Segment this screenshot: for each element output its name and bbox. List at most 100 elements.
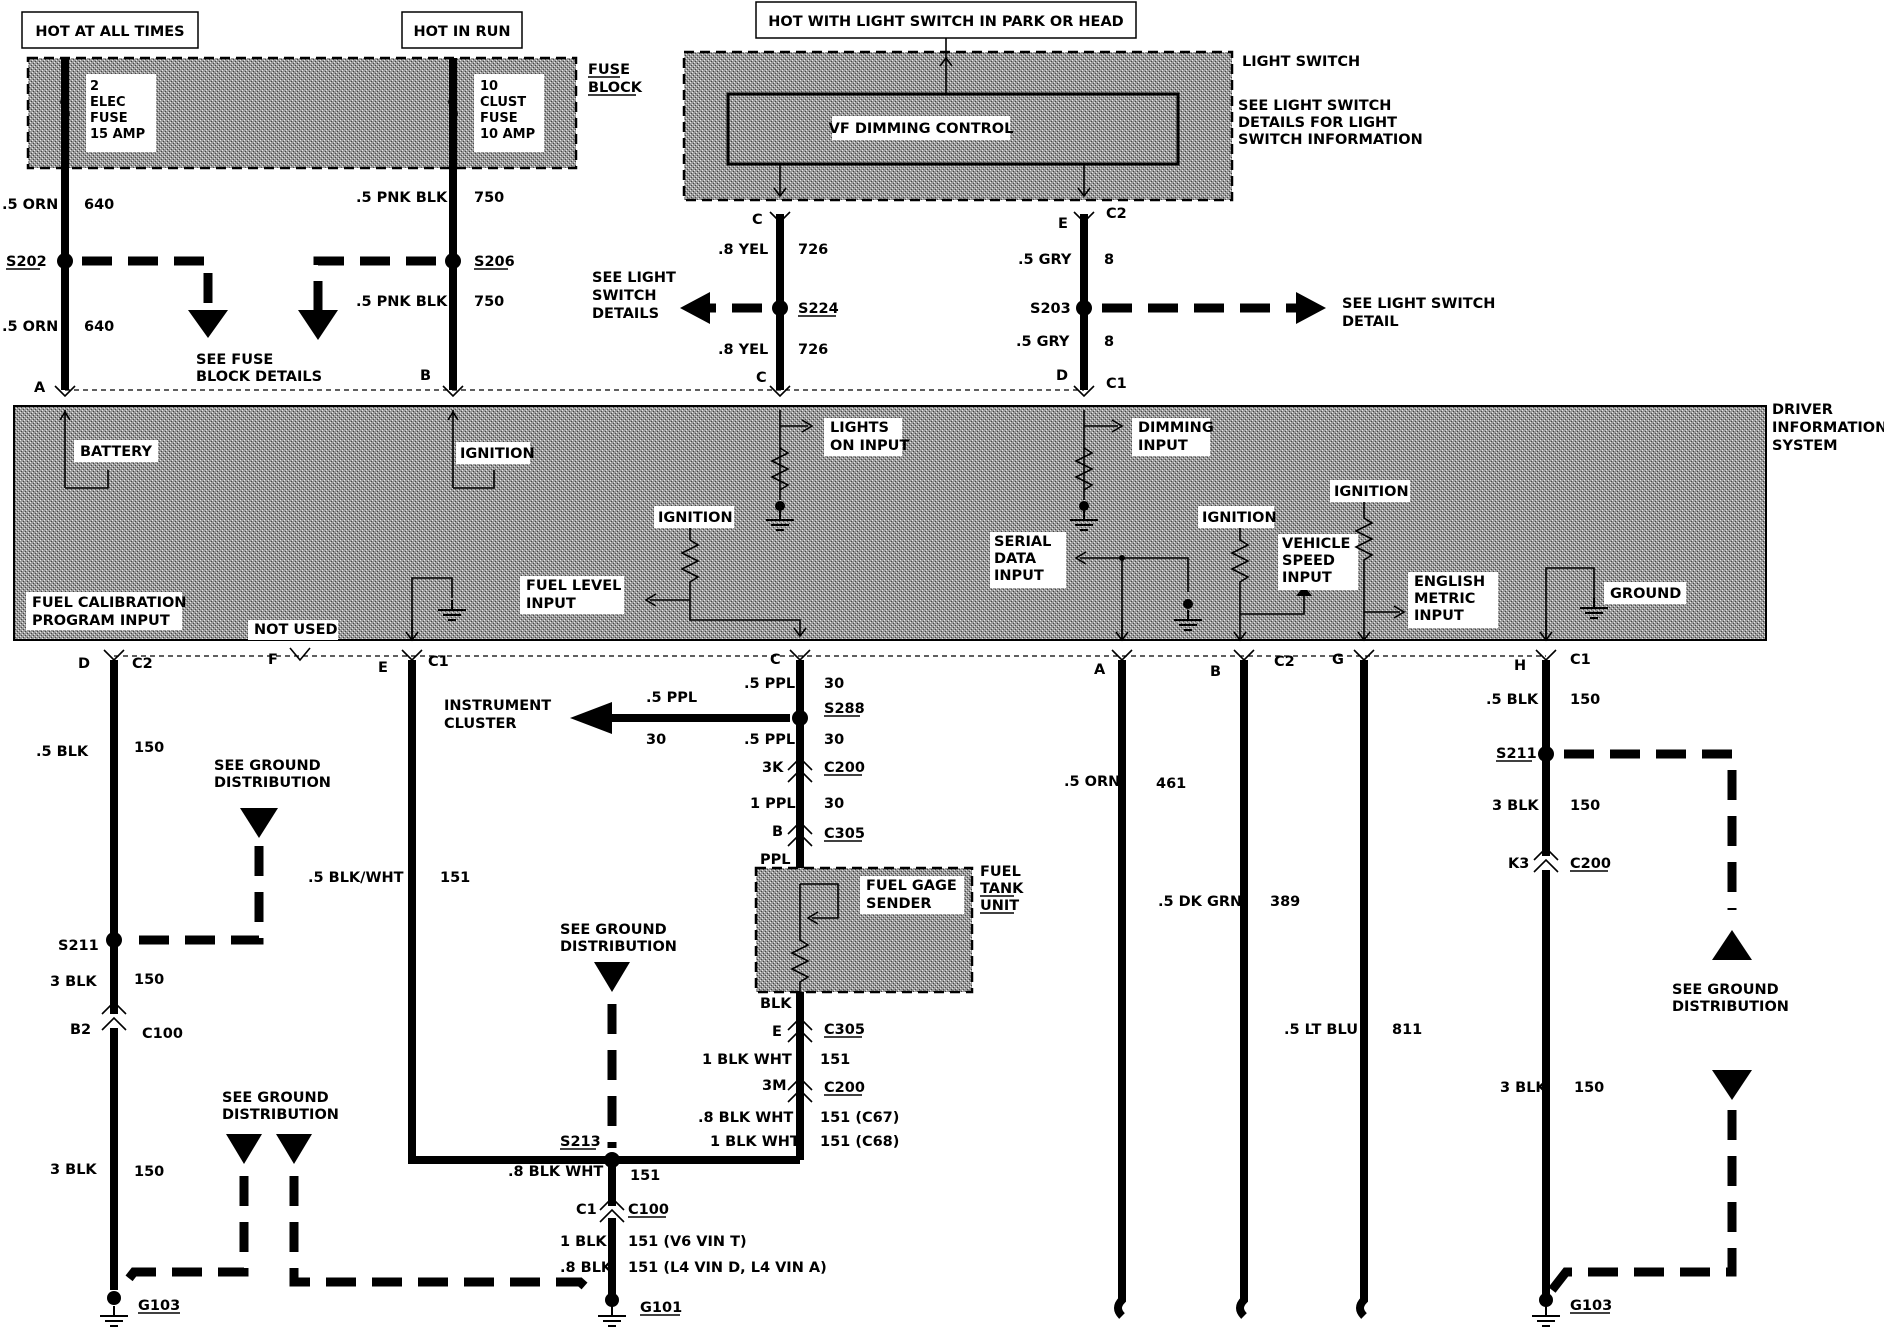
vehicle-speed-input-label: VEHICLE xyxy=(1282,536,1350,552)
svg-text:INPUT: INPUT xyxy=(1138,438,1188,454)
svg-text:B: B xyxy=(1210,664,1221,680)
svg-text:DETAILS FOR LIGHT: DETAILS FOR LIGHT xyxy=(1238,115,1397,131)
svg-text:151 (L4 VIN D, L4 VIN A): 151 (L4 VIN D, L4 VIN A) xyxy=(628,1260,827,1276)
svg-text:C2: C2 xyxy=(132,656,153,672)
ground-label: GROUND xyxy=(1610,586,1681,602)
svg-text:726: 726 xyxy=(798,242,828,258)
svg-text:150: 150 xyxy=(1570,692,1600,708)
arrow-right-icon xyxy=(1296,292,1326,324)
svg-text:FUSE: FUSE xyxy=(480,111,518,126)
svg-text:1 BLK: 1 BLK xyxy=(560,1234,607,1250)
svg-text:SWITCH INFORMATION: SWITCH INFORMATION xyxy=(1238,132,1423,148)
arrow-down-icon xyxy=(1712,1070,1752,1100)
svg-text:.8 YEL: .8 YEL xyxy=(718,242,768,258)
svg-text:K3: K3 xyxy=(1508,856,1529,872)
svg-text:750: 750 xyxy=(474,190,504,206)
svg-text:TANK: TANK xyxy=(980,881,1024,897)
svg-text:C2: C2 xyxy=(1106,206,1127,222)
svg-text:PROGRAM INPUT: PROGRAM INPUT xyxy=(32,613,170,629)
hot-at-all-times-box: HOT AT ALL TIMES xyxy=(21,11,199,49)
ignition-label-3: IGNITION xyxy=(1202,510,1277,526)
svg-text:.8 BLK WHT: .8 BLK WHT xyxy=(508,1164,603,1180)
svg-text:D: D xyxy=(78,656,90,672)
svg-text:C100: C100 xyxy=(142,1026,183,1042)
svg-text:INPUT: INPUT xyxy=(1414,608,1464,624)
svg-text:3 BLK: 3 BLK xyxy=(50,974,97,990)
svg-text:.5 LT BLU: .5 LT BLU xyxy=(1284,1022,1358,1038)
svg-text:.5 BLK: .5 BLK xyxy=(36,744,89,760)
svg-text:15 AMP: 15 AMP xyxy=(90,127,145,142)
see-light-switch-detail-note: SEE LIGHT SWITCH xyxy=(1342,296,1495,312)
svg-text:C1: C1 xyxy=(1106,376,1127,392)
svg-text:8: 8 xyxy=(1104,252,1114,268)
lights-on-input-label: LIGHTS xyxy=(830,420,889,436)
arrow-left-icon xyxy=(570,702,612,734)
svg-text:.8 YEL: .8 YEL xyxy=(718,342,768,358)
battery-label: BATTERY xyxy=(80,444,153,460)
g101-label: G101 xyxy=(640,1300,682,1316)
see-ground-note-1: SEE GROUND xyxy=(214,758,321,774)
svg-text:E: E xyxy=(772,1024,782,1040)
fuel-tank-unit-label: FUEL xyxy=(980,864,1021,880)
svg-text:389: 389 xyxy=(1270,894,1300,910)
svg-text:C: C xyxy=(770,652,781,668)
ignition-label-4: IGNITION xyxy=(1334,484,1409,500)
instrument-cluster-label: INSTRUMENT xyxy=(444,698,551,714)
svg-text:D: D xyxy=(1056,368,1068,384)
g103-left-label: G103 xyxy=(138,1298,180,1314)
svg-text:.5 ORN: .5 ORN xyxy=(1064,774,1120,790)
svg-text:.5 DK GRN: .5 DK GRN xyxy=(1158,894,1242,910)
svg-text:.5 GRY: .5 GRY xyxy=(1018,252,1072,268)
svg-text:8: 8 xyxy=(1104,334,1114,350)
svg-text:METRIC: METRIC xyxy=(1414,591,1475,607)
dis-title: DRIVER xyxy=(1772,402,1833,418)
svg-text:3K: 3K xyxy=(762,760,784,776)
svg-text:C305: C305 xyxy=(824,1022,865,1038)
svg-text:H: H xyxy=(1514,658,1526,674)
svg-text:640: 640 xyxy=(84,319,114,335)
fuel-gage-sender-label: FUEL GAGE xyxy=(866,878,957,894)
svg-text:A: A xyxy=(34,380,46,396)
svg-text:.8 BLK: .8 BLK xyxy=(560,1260,613,1276)
svg-text:B: B xyxy=(420,368,431,384)
s211-left-label: S211 xyxy=(58,938,99,954)
s288-label: S288 xyxy=(824,701,865,717)
svg-text:C305: C305 xyxy=(824,826,865,842)
arrow-left-icon xyxy=(680,292,710,324)
svg-text:10: 10 xyxy=(480,79,498,94)
svg-text:BLOCK DETAILS: BLOCK DETAILS xyxy=(196,369,322,385)
svg-text:811: 811 xyxy=(1392,1022,1422,1038)
svg-text:FUSE: FUSE xyxy=(90,111,128,126)
svg-text:C: C xyxy=(756,370,767,386)
svg-text:C200: C200 xyxy=(824,760,865,776)
dimming-input-label: DIMMING xyxy=(1138,420,1214,436)
vf-dimming-label: VF DIMMING CONTROL xyxy=(829,121,1014,137)
svg-text:DISTRIBUTION: DISTRIBUTION xyxy=(560,939,677,955)
hot-at-all-times-label: HOT AT ALL TIMES xyxy=(35,24,184,40)
svg-text:CLUSTER: CLUSTER xyxy=(444,716,517,732)
fuel-level-input-label: FUEL LEVEL xyxy=(526,578,621,594)
svg-text:461: 461 xyxy=(1156,776,1186,792)
svg-text:E: E xyxy=(378,660,388,676)
svg-text:1 BLK WHT: 1 BLK WHT xyxy=(710,1134,800,1150)
svg-text:150: 150 xyxy=(1574,1080,1604,1096)
wire-389 xyxy=(1236,660,1248,1319)
svg-text:B: B xyxy=(772,824,783,840)
svg-text:150: 150 xyxy=(134,740,164,756)
svg-text:C1: C1 xyxy=(576,1202,597,1218)
svg-text:150: 150 xyxy=(134,1164,164,1180)
svg-text:C1: C1 xyxy=(428,654,449,670)
svg-text:B2: B2 xyxy=(70,1022,91,1038)
wire-151 xyxy=(408,660,612,1164)
svg-text:.5 PNK BLK: .5 PNK BLK xyxy=(356,190,448,206)
see-fuse-note: SEE FUSE xyxy=(196,352,273,368)
see-ground-note-2: SEE GROUND xyxy=(222,1090,329,1106)
svg-text:PPL: PPL xyxy=(760,852,791,868)
hot-in-run-box: HOT IN RUN xyxy=(401,11,523,49)
svg-text:A: A xyxy=(1094,662,1106,678)
svg-text:G: G xyxy=(1332,652,1344,668)
g103-right-label: G103 xyxy=(1570,1298,1612,1314)
svg-text:.5 ORN: .5 ORN xyxy=(2,197,58,213)
clust-fuse: 10 CLUST FUSE 10 AMP xyxy=(448,74,544,152)
svg-text:30: 30 xyxy=(824,676,844,692)
